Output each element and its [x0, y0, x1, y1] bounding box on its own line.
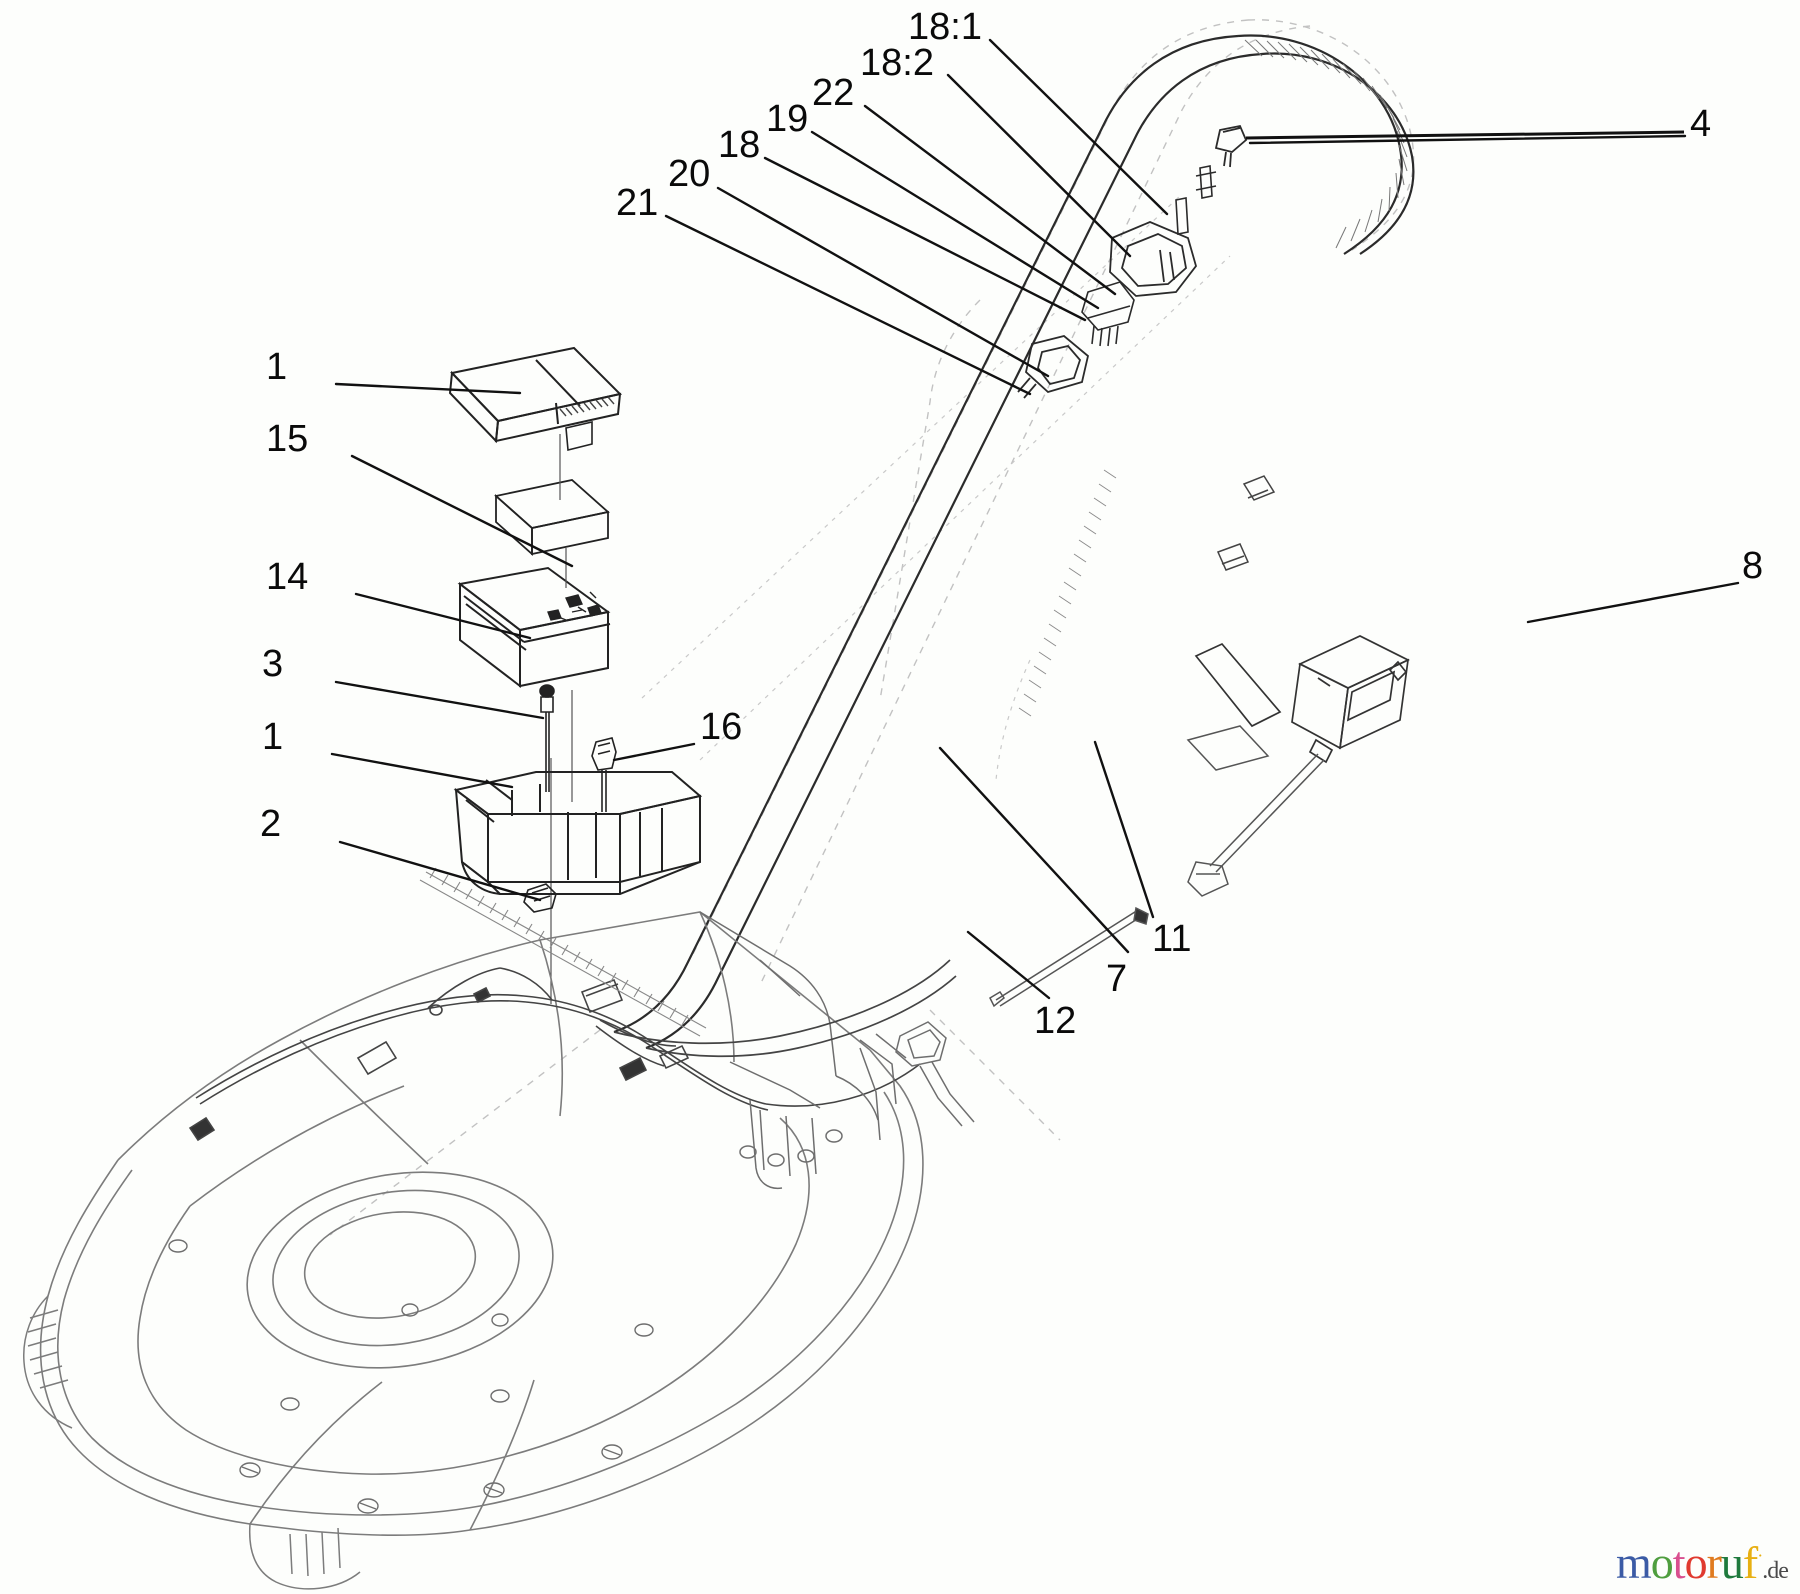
callout-leader-1 — [334, 382, 522, 395]
callout-number-12[interactable]: 12 — [1034, 1000, 1077, 1042]
part-18-2-rod — [1175, 197, 1189, 235]
callout-leader-18 — [763, 156, 1087, 322]
watermark-letter: m — [1616, 1537, 1652, 1588]
callout-leader-21 — [664, 214, 1032, 396]
callout-number-3[interactable]: 3 — [262, 643, 284, 685]
part-14-battery-terminals — [547, 591, 602, 621]
callout-number-22[interactable]: 22 — [812, 72, 855, 114]
callout-leader-18-2 — [946, 73, 1132, 258]
part-21-cover — [1017, 335, 1090, 399]
handle-cable-clips — [1216, 475, 1276, 571]
deck-front-bumper — [23, 1295, 361, 1590]
callout-leader-2 — [338, 840, 542, 902]
watermark-letter: o — [1650, 1537, 1674, 1588]
callout-leader-8 — [1526, 581, 1740, 624]
callout-leader-12 — [966, 930, 1051, 1000]
callout-leader-3 — [334, 680, 545, 720]
callout-leader-22 — [863, 104, 1117, 296]
part-1-battery-cover — [448, 346, 622, 444]
part-22-lever-housing — [1109, 221, 1197, 297]
callout-number-8[interactable]: 8 — [1742, 545, 1764, 587]
watermark-motoruf: motoruf·.de — [1616, 1537, 1789, 1588]
deck-rear-structure — [699, 911, 975, 1190]
part-1-cover-vent-hatching — [559, 396, 615, 417]
callout-number-15[interactable]: 15 — [266, 418, 309, 460]
callout-number-21[interactable]: 21 — [616, 182, 659, 224]
callout-number-18-1[interactable]: 18:1 — [908, 6, 982, 48]
callout-leader-20 — [716, 186, 1050, 378]
lower-bar-hatching — [1018, 469, 1117, 717]
part-12-cable-tie — [989, 906, 1149, 1008]
deck-fasteners — [168, 1239, 654, 1514]
callout-number-14[interactable]: 14 — [266, 556, 309, 598]
callout-leader-11 — [1093, 740, 1155, 919]
part-18-switch — [1081, 281, 1135, 347]
callout-number-4[interactable]: 4 — [1690, 103, 1712, 145]
callout-leader-1 — [330, 752, 514, 789]
callout-leader-14 — [354, 592, 532, 640]
callout-number-20[interactable]: 20 — [668, 153, 711, 195]
watermark-dot: · — [1757, 1545, 1763, 1566]
callout-number-1[interactable]: 1 — [262, 716, 284, 758]
deck-rail-hatching — [419, 867, 707, 1037]
handle-grip-hatching — [1244, 39, 1408, 249]
callout-leader-16 — [612, 742, 696, 762]
callout-leader-18-1 — [988, 38, 1169, 216]
watermark-letter: u — [1720, 1537, 1744, 1588]
part-7-decal — [1186, 725, 1270, 771]
part-1-cover-tab — [565, 420, 593, 452]
callout-number-16[interactable]: 16 — [700, 706, 743, 748]
callout-leader-7 — [938, 746, 1130, 954]
part-3-screw — [539, 684, 555, 792]
part-8-cord — [1187, 753, 1325, 897]
callout-number-7[interactable]: 7 — [1106, 958, 1128, 1000]
part-8-charger-module — [1291, 635, 1410, 764]
callout-leader-4 — [1248, 134, 1687, 145]
watermark-suffix: .de — [1762, 1558, 1789, 1584]
callout-number-2[interactable]: 2 — [260, 803, 282, 845]
watermark-letter: r — [1706, 1537, 1722, 1588]
watermark-letter: t — [1672, 1537, 1686, 1588]
watermark-letter: f — [1742, 1537, 1758, 1588]
deck-to-handle-cable — [613, 959, 957, 1058]
part-16-connector — [591, 737, 617, 812]
wiring-harness — [188, 967, 921, 1142]
part-4-knob — [1214, 124, 1248, 168]
mower-deck — [39, 911, 924, 1537]
callout-leader-15 — [350, 454, 574, 568]
part-11-label — [1194, 642, 1282, 728]
part-1-battery-tray — [453, 771, 703, 895]
callout-number-18[interactable]: 18 — [718, 124, 761, 166]
callout-number-11[interactable]: 11 — [1152, 918, 1192, 960]
watermark-letter: o — [1684, 1537, 1708, 1588]
callout-number-1[interactable]: 1 — [266, 346, 288, 388]
part-18-1-pin — [1195, 165, 1217, 199]
callout-leader-19 — [810, 130, 1100, 310]
callout-number-18-2[interactable]: 18:2 — [860, 42, 934, 84]
callout-number-19[interactable]: 19 — [766, 98, 809, 140]
part-4-leader — [1245, 130, 1685, 140]
